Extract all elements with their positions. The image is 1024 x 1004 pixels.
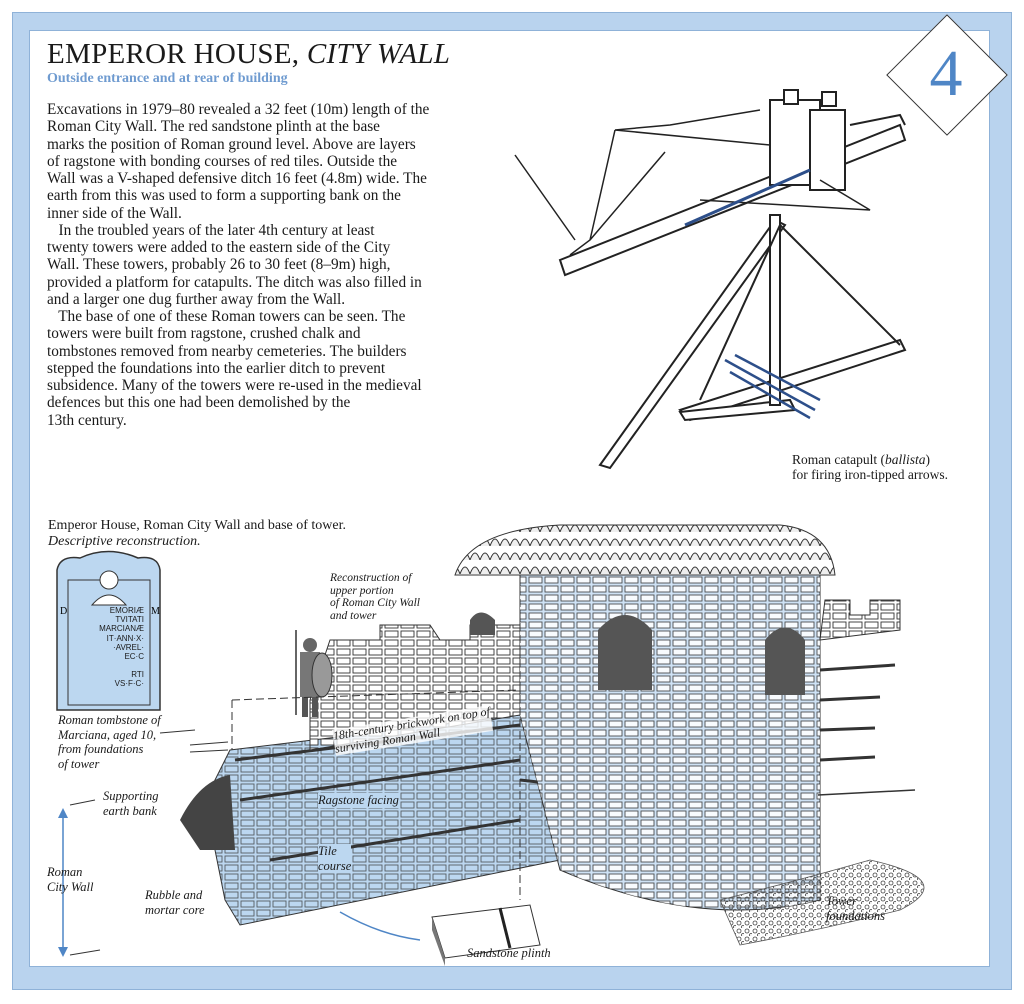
page-number-badge: 4	[886, 14, 1008, 136]
reconstruction-caption: Emperor House, Roman City Wall and base …	[48, 518, 346, 550]
badge-number: 4	[929, 37, 963, 110]
body-line: defences but this one had been demolishe…	[47, 394, 351, 412]
inscription-line: EMORIÆ	[109, 606, 144, 615]
label-plinth: Sandstone plinth	[467, 946, 551, 960]
body-line: of ragstone with bonding courses of red …	[47, 152, 398, 170]
body-line: inner side of the Wall.	[47, 204, 182, 222]
body-line: 13th century.	[47, 411, 127, 429]
tombstone-illustration: D M	[56, 550, 161, 711]
inscription-line: IT·ANN·X·	[106, 633, 144, 643]
body-line: Wall was a V-shaped defensive ditch 16 f…	[47, 170, 427, 187]
body-line: In the troubled years of the later 4th c…	[47, 221, 375, 239]
tombstone-letter-m: M	[151, 606, 160, 617]
tombstone-letter-d: D	[60, 606, 67, 617]
body-line: provided a platform for catapults. The d…	[47, 273, 422, 291]
body-text: Excavations in 1979–80 revealed a 32 fee…	[47, 101, 429, 429]
label-tower-foundations: Tower foundations	[826, 894, 886, 923]
tombstone-caption: Roman tombstone of Marciana, aged 10, fr…	[58, 713, 161, 771]
body-line: towers were built from ragstone, crushed…	[47, 325, 361, 343]
title-italic: CITY WALL	[306, 38, 451, 70]
inscription-line: RTI	[131, 670, 144, 680]
caption-text: )	[925, 452, 931, 467]
caption-text: for firing iron-tipped arrows.	[792, 467, 948, 482]
catapult-illustration	[514, 89, 907, 470]
body-line: Excavations in 1979–80 revealed a 32 fee…	[47, 101, 430, 118]
inscription-line: TVITATI	[115, 615, 144, 625]
body-line: twenty towers were added to the eastern …	[47, 239, 391, 256]
body-line: stepped the foundations into the earlier…	[47, 359, 386, 377]
body-line: Wall. These towers, probably 26 to 30 fe…	[47, 256, 391, 274]
label-tile-course: Tile course	[318, 844, 352, 873]
tombstone-inscription: EMORIÆ TVITATI MARCIANÆ IT·ANN·X· ·AVREL…	[78, 606, 144, 689]
body-line: Roman City Wall. The red sandstone plint…	[47, 118, 380, 136]
label-upper-reconstruction: Reconstruction of upper portion of Roman…	[330, 572, 420, 622]
catapult-caption: Roman catapult (ballista)for firing iron…	[792, 452, 948, 482]
inscription-line: VS·F·C·	[114, 679, 144, 689]
label-rubble: Rubble and mortar core	[145, 888, 205, 917]
inscription-line: ·AVREL·	[113, 642, 144, 652]
label-earth-bank: Supporting earth bank	[103, 789, 159, 818]
inscription-line: MARCIANÆ	[99, 624, 144, 634]
page-title: EMPEROR HOUSE, CITY WALL	[47, 38, 450, 71]
body-line: subsidence. Many of the towers were re-u…	[47, 377, 422, 394]
label-ragstone: Ragstone facing	[318, 793, 399, 808]
caption-line2: Descriptive reconstruction.	[48, 534, 201, 549]
caption-text: Roman catapult (	[792, 452, 885, 467]
body-line: The base of one of these Roman towers ca…	[47, 308, 406, 325]
body-line: tombstones removed from nearby cemeterie…	[47, 342, 407, 360]
body-line: marks the position of Roman ground level…	[47, 135, 416, 153]
inscription-line: EC·C	[124, 652, 144, 662]
caption-italic: ballista	[884, 452, 926, 467]
caption-line1: Emperor House, Roman City Wall and base …	[48, 518, 346, 533]
title-main: EMPEROR HOUSE,	[47, 38, 300, 70]
page-subtitle: Outside entrance and at rear of building	[47, 71, 288, 86]
label-city-wall: Roman City Wall	[47, 865, 94, 894]
body-line: earth from this was used to form a suppo…	[47, 187, 401, 205]
soldier-figure	[295, 630, 333, 717]
body-line: and a larger one dug further away from t…	[47, 290, 346, 308]
